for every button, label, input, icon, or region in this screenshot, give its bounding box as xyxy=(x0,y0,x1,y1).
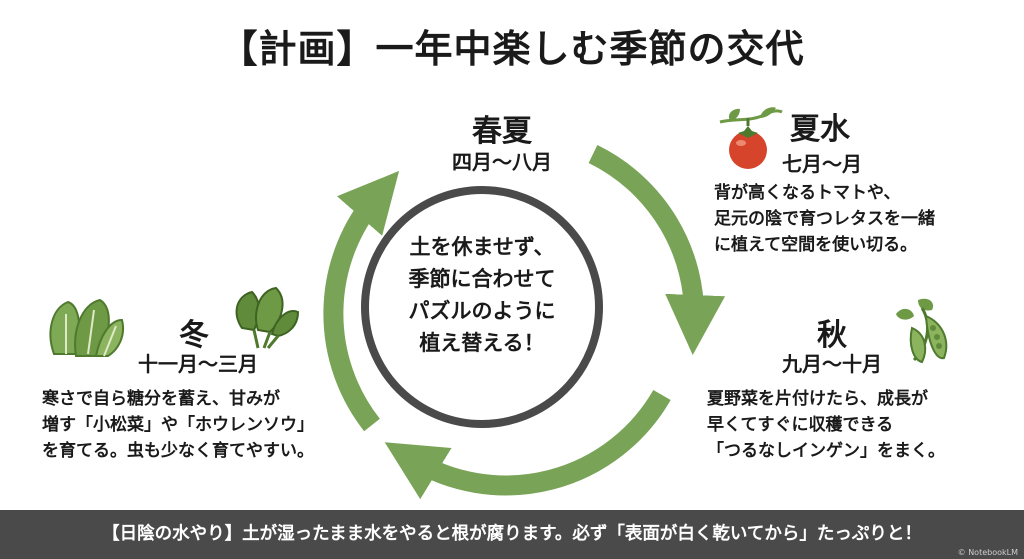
cycle-arrow-autumn-to-winter xyxy=(323,170,400,432)
season-winter-name: 冬 xyxy=(179,318,209,353)
center-message: 土を休ませず、 季節に合わせて パズルのように 植え替える！ xyxy=(396,231,568,359)
season-spring-name: 春夏 xyxy=(472,114,532,149)
center-line: 季節に合わせて xyxy=(408,267,556,291)
description-line: 増す「小松菜」や「ホウレンソウ」 xyxy=(42,415,314,435)
season-autumn-name: 秋 xyxy=(817,318,847,353)
page-title: 【計画】一年中楽しむ季節の交代 xyxy=(219,27,805,71)
watering-tip-bar: 【日陰の水やり】土が湿ったまま水をやると根が腐ります。必ず「表面が白く乾いてから… xyxy=(0,510,1024,559)
description-line: に植えて空間を使い切る。 xyxy=(714,235,918,255)
tomato-icon xyxy=(719,107,783,169)
cycle-arrow-spring-to-summer xyxy=(588,145,726,355)
cycle-arrow-summer-to-autumn xyxy=(384,390,671,500)
description-line: 寒さで自ら糖分を蓄え、甘みが xyxy=(42,389,280,409)
description-line: 足元の陰で育つレタスを一緒 xyxy=(714,209,935,229)
season-spring-months: 四月〜八月 xyxy=(452,150,552,174)
description-line: を育てる。虫も少なく育てやすい。 xyxy=(42,441,314,461)
season-winter-description: 寒さで自ら糖分を蓄え、甘みが 増す「小松菜」や「ホウレンソウ」 を育てる。虫も少… xyxy=(42,386,314,464)
season-summer-months: 七月〜月 xyxy=(782,152,862,176)
center-ring xyxy=(361,186,603,428)
season-summer-description: 背が高くなるトマトや、 足元の陰で育つレタスを一緒 に植えて空間を使い切る。 xyxy=(714,180,935,258)
description-line: 夏野菜を片付けたら、成長が xyxy=(707,389,928,409)
center-line: パズルのように xyxy=(408,299,556,323)
season-winter-months: 十一月〜三月 xyxy=(138,352,258,376)
season-cycle-diagram xyxy=(323,145,726,500)
season-autumn-months: 九月〜十月 xyxy=(782,352,882,376)
watering-tip-text: 【日陰の水やり】土が湿ったまま水をやると根が腐ります。必ず「表面が白く乾いてから… xyxy=(102,524,922,544)
pea-pod-icon xyxy=(896,298,948,364)
center-line: 土を休ませず、 xyxy=(409,235,555,259)
description-line: 背が高くなるトマトや、 xyxy=(714,183,901,203)
season-autumn-description: 夏野菜を片付けたら、成長が 早くてすぐに収穫できる 「つるなしインゲン」をまく。 xyxy=(707,386,945,464)
center-line: 植え替える！ xyxy=(419,331,545,355)
description-line: 早くてすぐに収穫できる xyxy=(707,415,894,435)
watermark: © NotebookLM xyxy=(957,548,1018,557)
season-summer-name: 夏水 xyxy=(790,112,850,147)
leafy-greens-icon xyxy=(49,298,124,357)
spinach-icon xyxy=(235,286,300,349)
description-line: 「つるなしインゲン」をまく。 xyxy=(707,441,945,461)
